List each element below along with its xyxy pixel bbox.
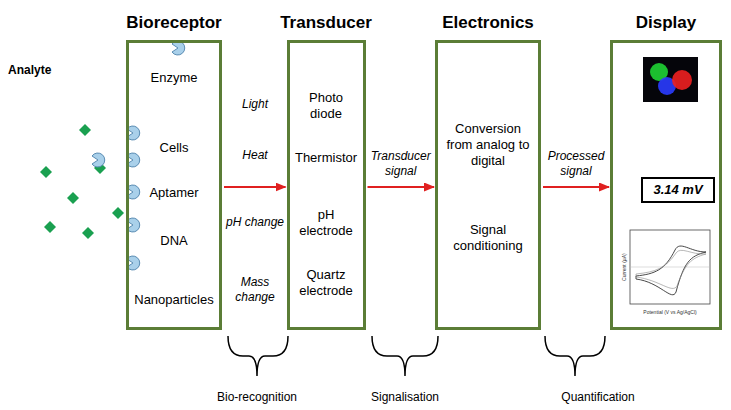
box-item: Conversion from analog to digital bbox=[442, 121, 534, 170]
box-item: Quartz electrode bbox=[294, 267, 359, 300]
analyte-diamond bbox=[79, 124, 91, 136]
curly-brace bbox=[372, 336, 438, 376]
analyte-diamond bbox=[44, 221, 56, 233]
analyte-diamond bbox=[82, 227, 94, 239]
signal-arrow bbox=[543, 186, 609, 188]
voltammogram bbox=[630, 230, 710, 304]
box-heading: Bioreceptor bbox=[126, 12, 221, 33]
box-heading: Display bbox=[636, 12, 696, 33]
bioreceptor-box: BioreceptorEnzymeCellsAptamerDNANanopart… bbox=[126, 40, 222, 330]
signal-kind: Mass change bbox=[227, 275, 283, 305]
chart-frame bbox=[630, 230, 710, 304]
electronics-box: ElectronicsConversion from analog to dig… bbox=[435, 40, 541, 330]
signal-kind: Heat bbox=[220, 148, 290, 163]
box-item: Enzyme bbox=[133, 70, 215, 86]
value-readout: 3.14 mV bbox=[647, 182, 709, 198]
edge-label: Transducer signal bbox=[370, 149, 433, 179]
receptor bbox=[172, 41, 185, 55]
signal-arrow bbox=[224, 186, 286, 188]
stage-label: Quantification bbox=[561, 390, 634, 405]
red-led bbox=[672, 70, 692, 90]
signal-arrow bbox=[368, 186, 435, 188]
box-heading: Transducer bbox=[280, 12, 372, 33]
curly-brace bbox=[228, 336, 288, 376]
box-item: Cells bbox=[133, 140, 215, 156]
box-item: Nanoparticles bbox=[133, 292, 215, 308]
edge-label: Processed signal bbox=[545, 149, 607, 179]
box-item: pH electrode bbox=[294, 207, 359, 240]
box-item: DNA bbox=[133, 233, 215, 249]
analyte-diamond bbox=[40, 166, 52, 178]
led-ground bbox=[643, 57, 698, 102]
analyte-diamond bbox=[67, 192, 79, 204]
axis-title: Current (µA) bbox=[621, 253, 627, 281]
signal-kind: Light bbox=[220, 97, 290, 112]
box-item: Signal conditioning bbox=[442, 222, 534, 255]
stage-label: Signalisation bbox=[371, 390, 439, 405]
receptor bbox=[92, 153, 105, 167]
value-box: 3.14 mV bbox=[641, 177, 715, 203]
stage-label: Bio-recognition bbox=[217, 390, 297, 405]
analyte-label: Analyte bbox=[8, 63, 51, 78]
axis-title: Potential (V vs Ag/AgCl) bbox=[643, 309, 696, 315]
display-box: Display3.14 mV bbox=[610, 40, 722, 330]
box-item: Thermistor bbox=[294, 150, 359, 166]
analyte-diamond bbox=[112, 207, 124, 219]
box-item: Photo diode bbox=[294, 90, 359, 123]
transducer-box: TransducerPhoto diodeThermistorpH electr… bbox=[287, 40, 366, 330]
signal-kind: pH change bbox=[220, 215, 290, 230]
cv-curve bbox=[636, 246, 706, 295]
cv-curve bbox=[636, 250, 706, 288]
curly-brace bbox=[545, 336, 605, 376]
analyte-molecules bbox=[40, 124, 124, 239]
zero-line bbox=[630, 267, 710, 268]
rgb-led-picture bbox=[643, 57, 698, 102]
box-heading: Electronics bbox=[442, 12, 534, 33]
braces bbox=[228, 336, 605, 376]
box-item: Aptamer bbox=[133, 185, 215, 201]
